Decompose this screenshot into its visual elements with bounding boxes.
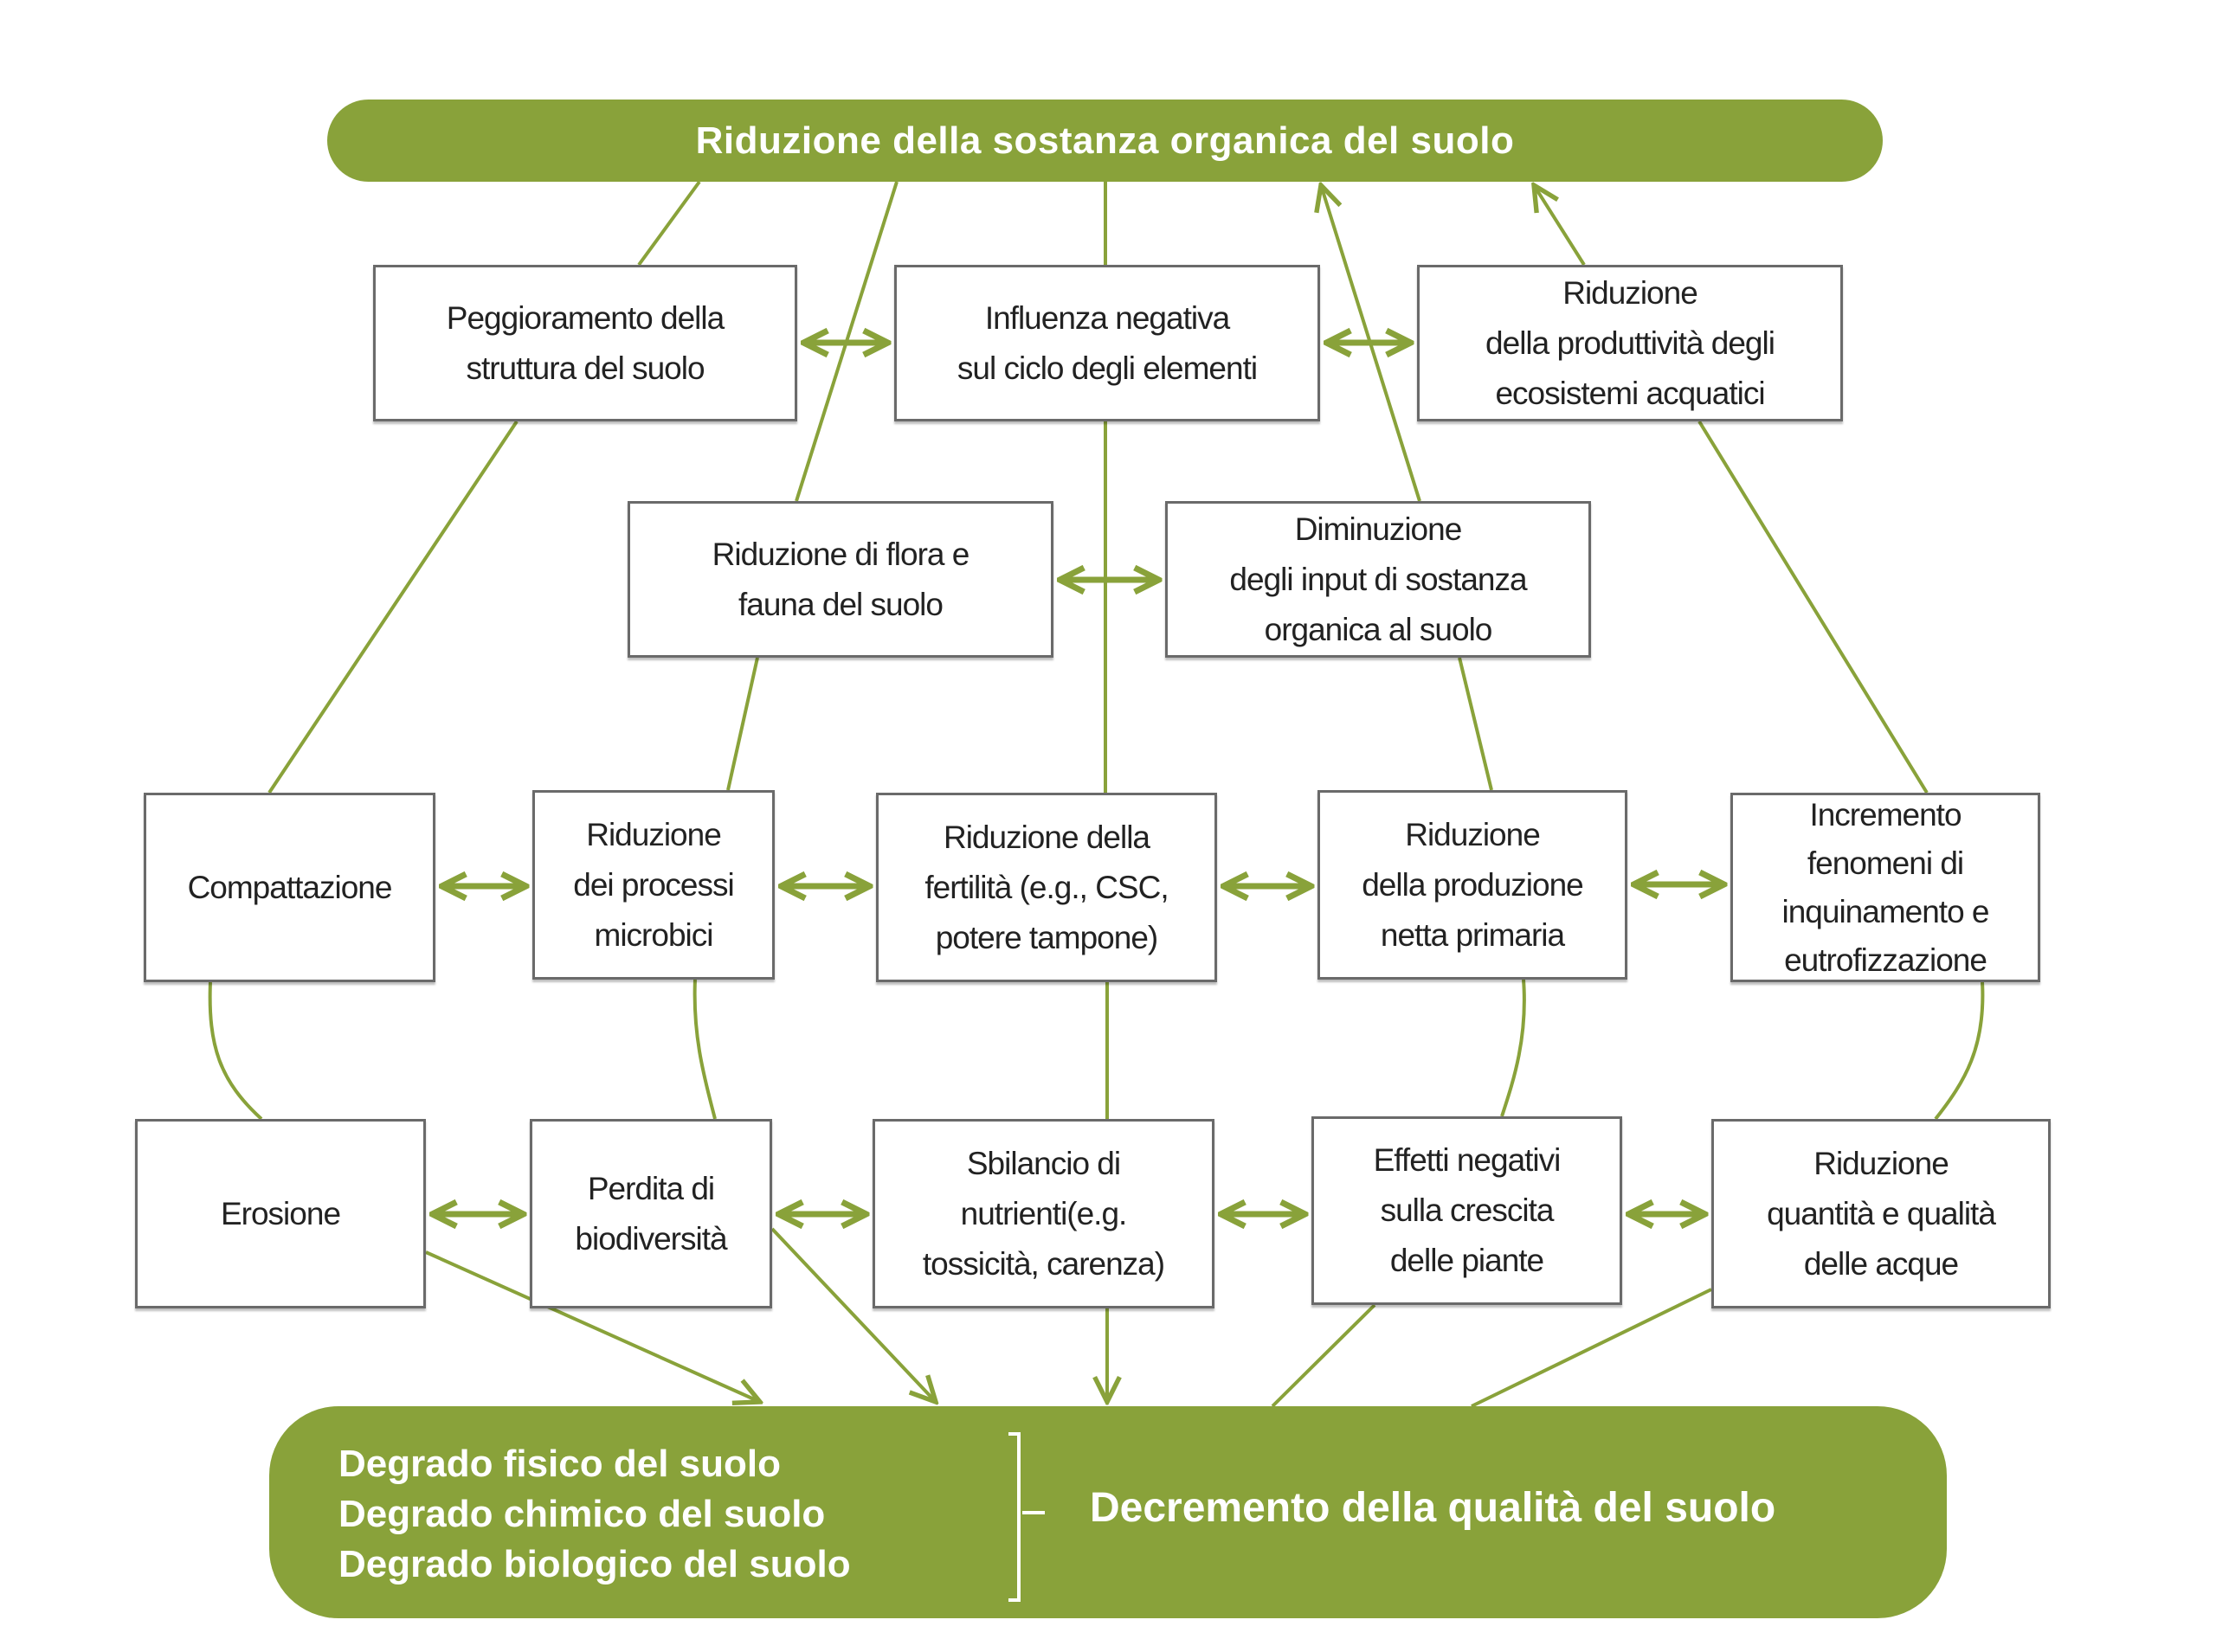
- link-produzione-effetti: [1500, 979, 1526, 1117]
- node-text: eutrofizzazione: [1784, 942, 1987, 978]
- node-text: struttura del suolo: [466, 350, 705, 386]
- node-text: nutrienti(e.g.: [960, 1195, 1128, 1231]
- node-text: Riduzione: [1562, 274, 1698, 311]
- node-text: Effetti negativi: [1373, 1142, 1562, 1178]
- link-peggioramento-compattazione: [267, 420, 519, 794]
- degrado-biologico: Degrado biologico del suolo: [338, 1543, 851, 1585]
- link-diminuzione-produzione: [1458, 657, 1493, 791]
- node-fertilita: Riduzione della fertilità (e.g., CSC, po…: [876, 793, 1217, 982]
- node-text: degli input di sostanza: [1229, 561, 1527, 597]
- degrado-chimico: Degrado chimico del suolo: [338, 1493, 826, 1535]
- link-microbici-perdita: [692, 979, 717, 1120]
- degrado-list: Degrado fisico del suolo Degrado chimico…: [338, 1439, 851, 1590]
- node-text: biodiversità: [575, 1220, 727, 1257]
- link-effetti-bottom: [1271, 1303, 1376, 1408]
- node-sbilancio: Sbilancio di nutrienti(e.g. tossicità, c…: [873, 1119, 1214, 1308]
- node-text: della produttività degli: [1485, 325, 1775, 361]
- node-text: organica al suolo: [1264, 611, 1493, 647]
- node-text: quantità e qualità: [1767, 1195, 1996, 1231]
- node-peggioramento: Peggioramento della struttura del suolo: [373, 265, 797, 421]
- node-compattazione: Compattazione: [144, 793, 435, 982]
- node-text: Erosione: [220, 1195, 341, 1231]
- node-acque: Riduzione quantità e qualità delle acque: [1711, 1119, 2051, 1308]
- node-text: Diminuzione: [1294, 511, 1463, 547]
- node-text: delle acque: [1803, 1245, 1959, 1282]
- link-acque-bottom: [1471, 1288, 1712, 1408]
- node-flora: Riduzione di flora e fauna del suolo: [628, 501, 1053, 658]
- link-produttivita-banner: [1534, 185, 1586, 267]
- degrado-fisico: Degrado fisico del suolo: [338, 1443, 781, 1485]
- node-effetti: Effetti negativi sulla crescita delle pi…: [1311, 1116, 1622, 1305]
- node-text: fenomeni di: [1807, 845, 1964, 881]
- node-text: Incremento: [1809, 796, 1962, 832]
- link-incremento-acque: [1934, 981, 1985, 1121]
- node-microbici: Riduzione dei processi microbici: [532, 790, 775, 980]
- node-text: Riduzione: [1405, 816, 1541, 852]
- top-banner: Riduzione della sostanza organica del su…: [327, 100, 1883, 182]
- node-text: Peggioramento della: [446, 299, 725, 336]
- node-text: Riduzione della: [943, 819, 1150, 855]
- node-text: inquinamento e: [1781, 893, 1989, 929]
- node-text: Compattazione: [187, 869, 393, 905]
- node-text: microbici: [594, 916, 714, 953]
- top-banner-label: Riduzione della sostanza organica del su…: [695, 119, 1515, 162]
- link-erosione-bottom: [425, 1250, 760, 1402]
- link-flora-microbici: [726, 657, 759, 791]
- link-banner-peggioramento: [637, 180, 701, 267]
- link-produttivita-incremento: [1697, 420, 1929, 794]
- node-text: Riduzione: [1813, 1145, 1949, 1181]
- node-produzione: Riduzione della produzione netta primari…: [1317, 790, 1627, 980]
- quality-decrease-label: Decremento della qualità del suolo: [1090, 1485, 1776, 1531]
- node-text: tossicità, carenza): [922, 1245, 1165, 1282]
- node-text: Riduzione di flora e: [712, 536, 970, 572]
- node-text: Riduzione: [586, 816, 722, 852]
- node-text: Sbilancio di: [966, 1145, 1121, 1181]
- bracket-tick: [1022, 1511, 1045, 1514]
- bottom-banner: Degrado fisico del suolo Degrado chimico…: [269, 1406, 1947, 1618]
- node-text: della produzione: [1362, 866, 1584, 903]
- node-incremento: Incremento fenomeni di inquinamento e eu…: [1730, 793, 2040, 982]
- node-text: sulla crescita: [1380, 1192, 1555, 1228]
- node-diminuzione: Diminuzione degli input di sostanza orga…: [1165, 501, 1591, 658]
- node-text: fertilità (e.g., CSC,: [924, 869, 1169, 905]
- node-text: ecosistemi acquatici: [1495, 375, 1765, 411]
- node-text: potere tampone): [935, 919, 1159, 955]
- node-text: Perdita di: [587, 1170, 715, 1206]
- node-text: sul ciclo degli elementi: [957, 350, 1258, 386]
- link-compattazione-erosione: [208, 981, 263, 1121]
- node-text: dei processi: [573, 866, 734, 903]
- link-perdita-bottom: [770, 1227, 936, 1402]
- node-influenza: Influenza negativa sul ciclo degli eleme…: [894, 265, 1320, 421]
- bracket-icon: [1008, 1432, 1021, 1602]
- node-produttivita: Riduzione della produttività degli ecosi…: [1417, 265, 1843, 421]
- node-text: fauna del suolo: [738, 586, 944, 622]
- node-erosione: Erosione: [135, 1119, 426, 1308]
- node-text: Influenza negativa: [984, 299, 1230, 336]
- node-text: netta primaria: [1380, 916, 1565, 953]
- node-perdita: Perdita di biodiversità: [530, 1119, 772, 1308]
- node-text: delle piante: [1389, 1243, 1544, 1278]
